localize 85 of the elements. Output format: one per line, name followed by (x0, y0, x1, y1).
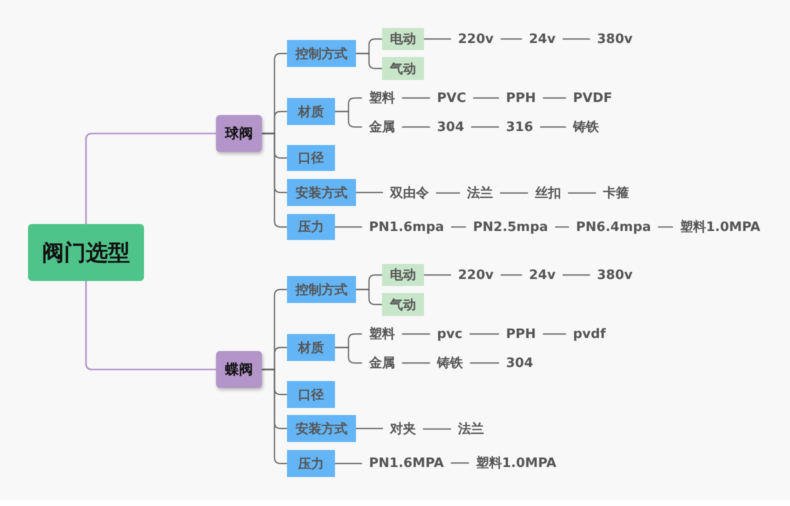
connector-line (85, 281, 216, 370)
branch-topic-box: 球阀 (216, 115, 262, 152)
connector-line (356, 192, 383, 194)
connector-line (402, 333, 430, 335)
option-text: 304 (499, 353, 540, 373)
option-text: 金属 (362, 353, 402, 373)
option-text: 铸铁 (430, 353, 470, 373)
category-box: 安装方式 (287, 415, 356, 442)
connector-line (470, 362, 499, 364)
option-text: 380v (590, 29, 640, 49)
option-text: 塑料1.0MPA (673, 217, 768, 237)
option-text: 铸铁 (566, 117, 606, 137)
connector-line (470, 333, 499, 335)
option-text: 220v (451, 265, 501, 285)
option-text: 316 (499, 117, 540, 137)
option-box: 电动 (382, 28, 424, 50)
connector-line (542, 97, 566, 99)
category-box: 压力 (287, 450, 335, 477)
category-box: 控制方式 (287, 276, 356, 303)
category-box: 口径 (287, 381, 335, 408)
connector-line (542, 333, 566, 335)
branch-topic-box: 蝶阀 (216, 351, 262, 388)
option-text: 丝扣 (528, 183, 568, 203)
category-box: 控制方式 (287, 40, 356, 67)
connector-line (402, 126, 430, 128)
connector-line (356, 288, 382, 306)
option-text: 塑料1.0MPA (469, 453, 564, 473)
connector-line (356, 428, 383, 430)
category-box: 安装方式 (287, 179, 356, 206)
connector-line (436, 192, 460, 194)
option-text: PN1.6mpa (362, 217, 452, 237)
option-box: 气动 (382, 57, 424, 80)
option-text: PVDF (566, 88, 620, 108)
connector-line (540, 126, 566, 128)
connector-line (85, 132, 216, 224)
connector-line (424, 38, 451, 40)
connector-line (423, 428, 451, 430)
option-text: 24v (522, 265, 563, 285)
connector-line (335, 110, 362, 128)
option-text: 对夹 (383, 419, 423, 439)
connector-line (451, 226, 466, 228)
connector-line (658, 226, 673, 228)
root-topic-box: 阀门选型 (28, 224, 144, 281)
option-text: PVC (430, 88, 474, 108)
option-box: 电动 (382, 264, 424, 286)
connector-line (402, 97, 430, 99)
option-text: 金属 (362, 117, 402, 137)
option-text: PPH (499, 88, 543, 108)
connector-line (356, 52, 382, 70)
connector-line (568, 192, 596, 194)
connector-line (500, 192, 528, 194)
connector-line (562, 274, 590, 276)
connector-line (335, 226, 362, 228)
connector-line (473, 97, 499, 99)
connector-line (555, 226, 569, 228)
category-box: 压力 (287, 214, 335, 240)
category-box: 口径 (287, 145, 335, 171)
option-text: 24v (522, 29, 563, 49)
option-text: PN1.6MPA (362, 453, 451, 473)
connector-line (500, 38, 522, 40)
connector-line (424, 274, 451, 276)
option-text: pvc (430, 324, 470, 344)
option-text: 法兰 (460, 183, 500, 203)
connector-line (562, 38, 590, 40)
option-text: 塑料 (362, 88, 402, 108)
option-text: PPH (499, 324, 543, 344)
category-box: 材质 (287, 98, 335, 125)
option-text: PN2.5mpa (466, 217, 556, 237)
option-text: 双由令 (383, 183, 436, 203)
option-text: pvdf (566, 324, 613, 344)
option-text: 380v (590, 265, 640, 285)
connector-line (500, 274, 522, 276)
option-text: 卡箍 (596, 183, 636, 203)
option-text: 220v (451, 29, 501, 49)
option-text: PN6.4mpa (569, 217, 658, 237)
option-text: 塑料 (362, 324, 402, 344)
option-text: 304 (430, 117, 472, 137)
connector-line (402, 362, 430, 364)
connector-line (450, 462, 469, 464)
connector-line (471, 126, 499, 128)
connector-line (335, 346, 362, 364)
option-text: 法兰 (451, 419, 491, 439)
option-box: 气动 (382, 293, 424, 316)
connector-line (335, 462, 362, 464)
category-box: 材质 (287, 334, 335, 361)
